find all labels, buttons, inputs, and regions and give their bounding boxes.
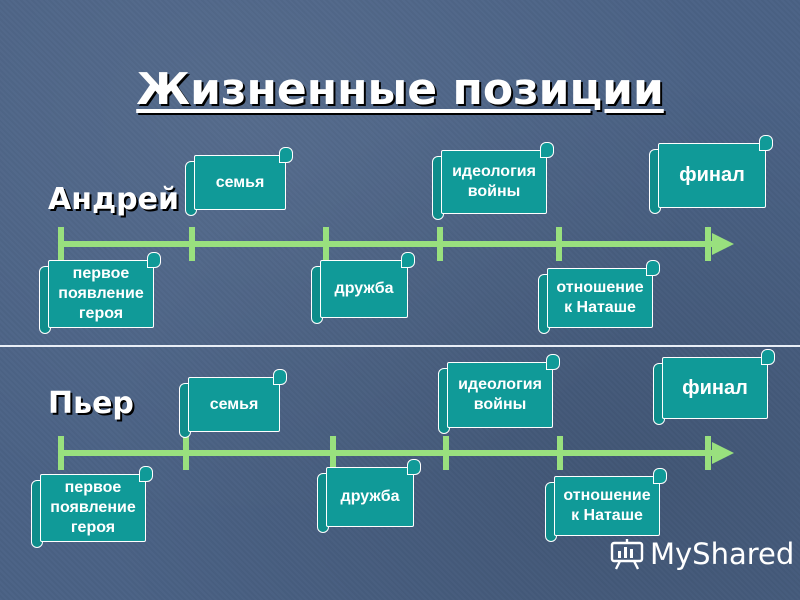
- event-label-family: семья: [215, 173, 265, 191]
- event-label-friendship: дружба: [340, 488, 400, 505]
- scroll-curl: [759, 135, 773, 151]
- scroll-body: отношение к Наташе: [547, 268, 653, 328]
- scroll-body: дружба: [326, 467, 414, 527]
- scroll-curl: [407, 459, 421, 475]
- scroll-body: семья: [188, 377, 280, 432]
- scroll-body: первое появление героя: [40, 474, 146, 542]
- scroll-final-pierre: финал: [653, 349, 775, 425]
- timeline-tick: [189, 227, 195, 261]
- scroll-curl: [761, 349, 775, 365]
- event-label-final: финал: [682, 376, 748, 399]
- timeline-tick: [557, 436, 563, 470]
- scroll-curl: [401, 252, 415, 268]
- timeline-tick: [323, 227, 329, 261]
- scroll-body: идеология войны: [447, 362, 553, 428]
- scroll-curl: [147, 252, 161, 268]
- scroll-body: идеология войны: [441, 150, 547, 214]
- timeline-line: [58, 450, 714, 456]
- scroll-final-andrey: финал: [649, 135, 773, 214]
- timeline-tick: [330, 436, 336, 470]
- event-label-natasha: отношение к Наташе: [563, 487, 651, 524]
- timeline-tick: [443, 436, 449, 470]
- scroll-body: финал: [662, 357, 768, 419]
- event-label-friendship: дружба: [334, 280, 394, 297]
- timeline-tick: [58, 436, 64, 470]
- event-label-natasha: отношение к Наташе: [556, 279, 644, 316]
- person-label-andrey: Андрей: [48, 182, 180, 217]
- scroll-family-andrey: семья: [185, 147, 293, 216]
- scroll-curl: [279, 147, 293, 163]
- presentation-board-icon: [610, 539, 644, 570]
- event-label-ideology: идеология войны: [458, 376, 542, 413]
- scroll-body: семья: [194, 155, 286, 210]
- event-label-first-appearance: первое появление героя: [58, 265, 144, 322]
- event-label-first-appearance: первое появление героя: [50, 479, 136, 536]
- row-divider: [0, 345, 800, 347]
- timeline-tick: [705, 227, 711, 261]
- scroll-natasha-andrey: отношение к Наташе: [538, 260, 660, 334]
- scroll-first-appearance-andrey: первое появление героя: [39, 252, 161, 334]
- timeline-tick: [58, 227, 64, 261]
- timeline-arrow-head: [712, 442, 734, 464]
- scroll-curl: [653, 468, 667, 484]
- scroll-curl: [139, 466, 153, 482]
- watermark-text: MyShared: [650, 537, 795, 571]
- timeline-arrow-head: [712, 233, 734, 255]
- timeline-line: [58, 241, 714, 247]
- scroll-family-pierre: семья: [179, 369, 287, 438]
- scroll-friendship-pierre: дружба: [317, 459, 421, 533]
- event-label-family: семья: [209, 395, 259, 413]
- scroll-curl: [646, 260, 660, 276]
- scroll-curl: [540, 142, 554, 158]
- scroll-ideology-pierre: идеология войны: [438, 354, 560, 434]
- slide-title: Жизненные позиции: [136, 64, 664, 115]
- scroll-friendship-andrey: дружба: [311, 252, 415, 324]
- timeline-tick: [556, 227, 562, 261]
- scroll-natasha-pierre: отношение к Наташе: [545, 468, 667, 542]
- scroll-curl: [273, 369, 287, 385]
- scroll-curl: [546, 354, 560, 370]
- event-label-final: финал: [679, 164, 745, 186]
- watermark: MyShared: [610, 537, 794, 571]
- scroll-body: дружба: [320, 260, 408, 318]
- person-label-pierre: Пьер: [48, 386, 134, 421]
- timeline-tick: [437, 227, 443, 261]
- scroll-body: финал: [658, 143, 766, 208]
- scroll-body: первое появление героя: [48, 260, 154, 328]
- timeline-tick: [705, 436, 711, 470]
- scroll-ideology-andrey: идеология войны: [432, 142, 554, 220]
- scroll-body: отношение к Наташе: [554, 476, 660, 536]
- scroll-first-appearance-pierre: первое появление героя: [31, 466, 153, 548]
- timeline-tick: [183, 436, 189, 470]
- event-label-ideology: идеология войны: [452, 163, 536, 200]
